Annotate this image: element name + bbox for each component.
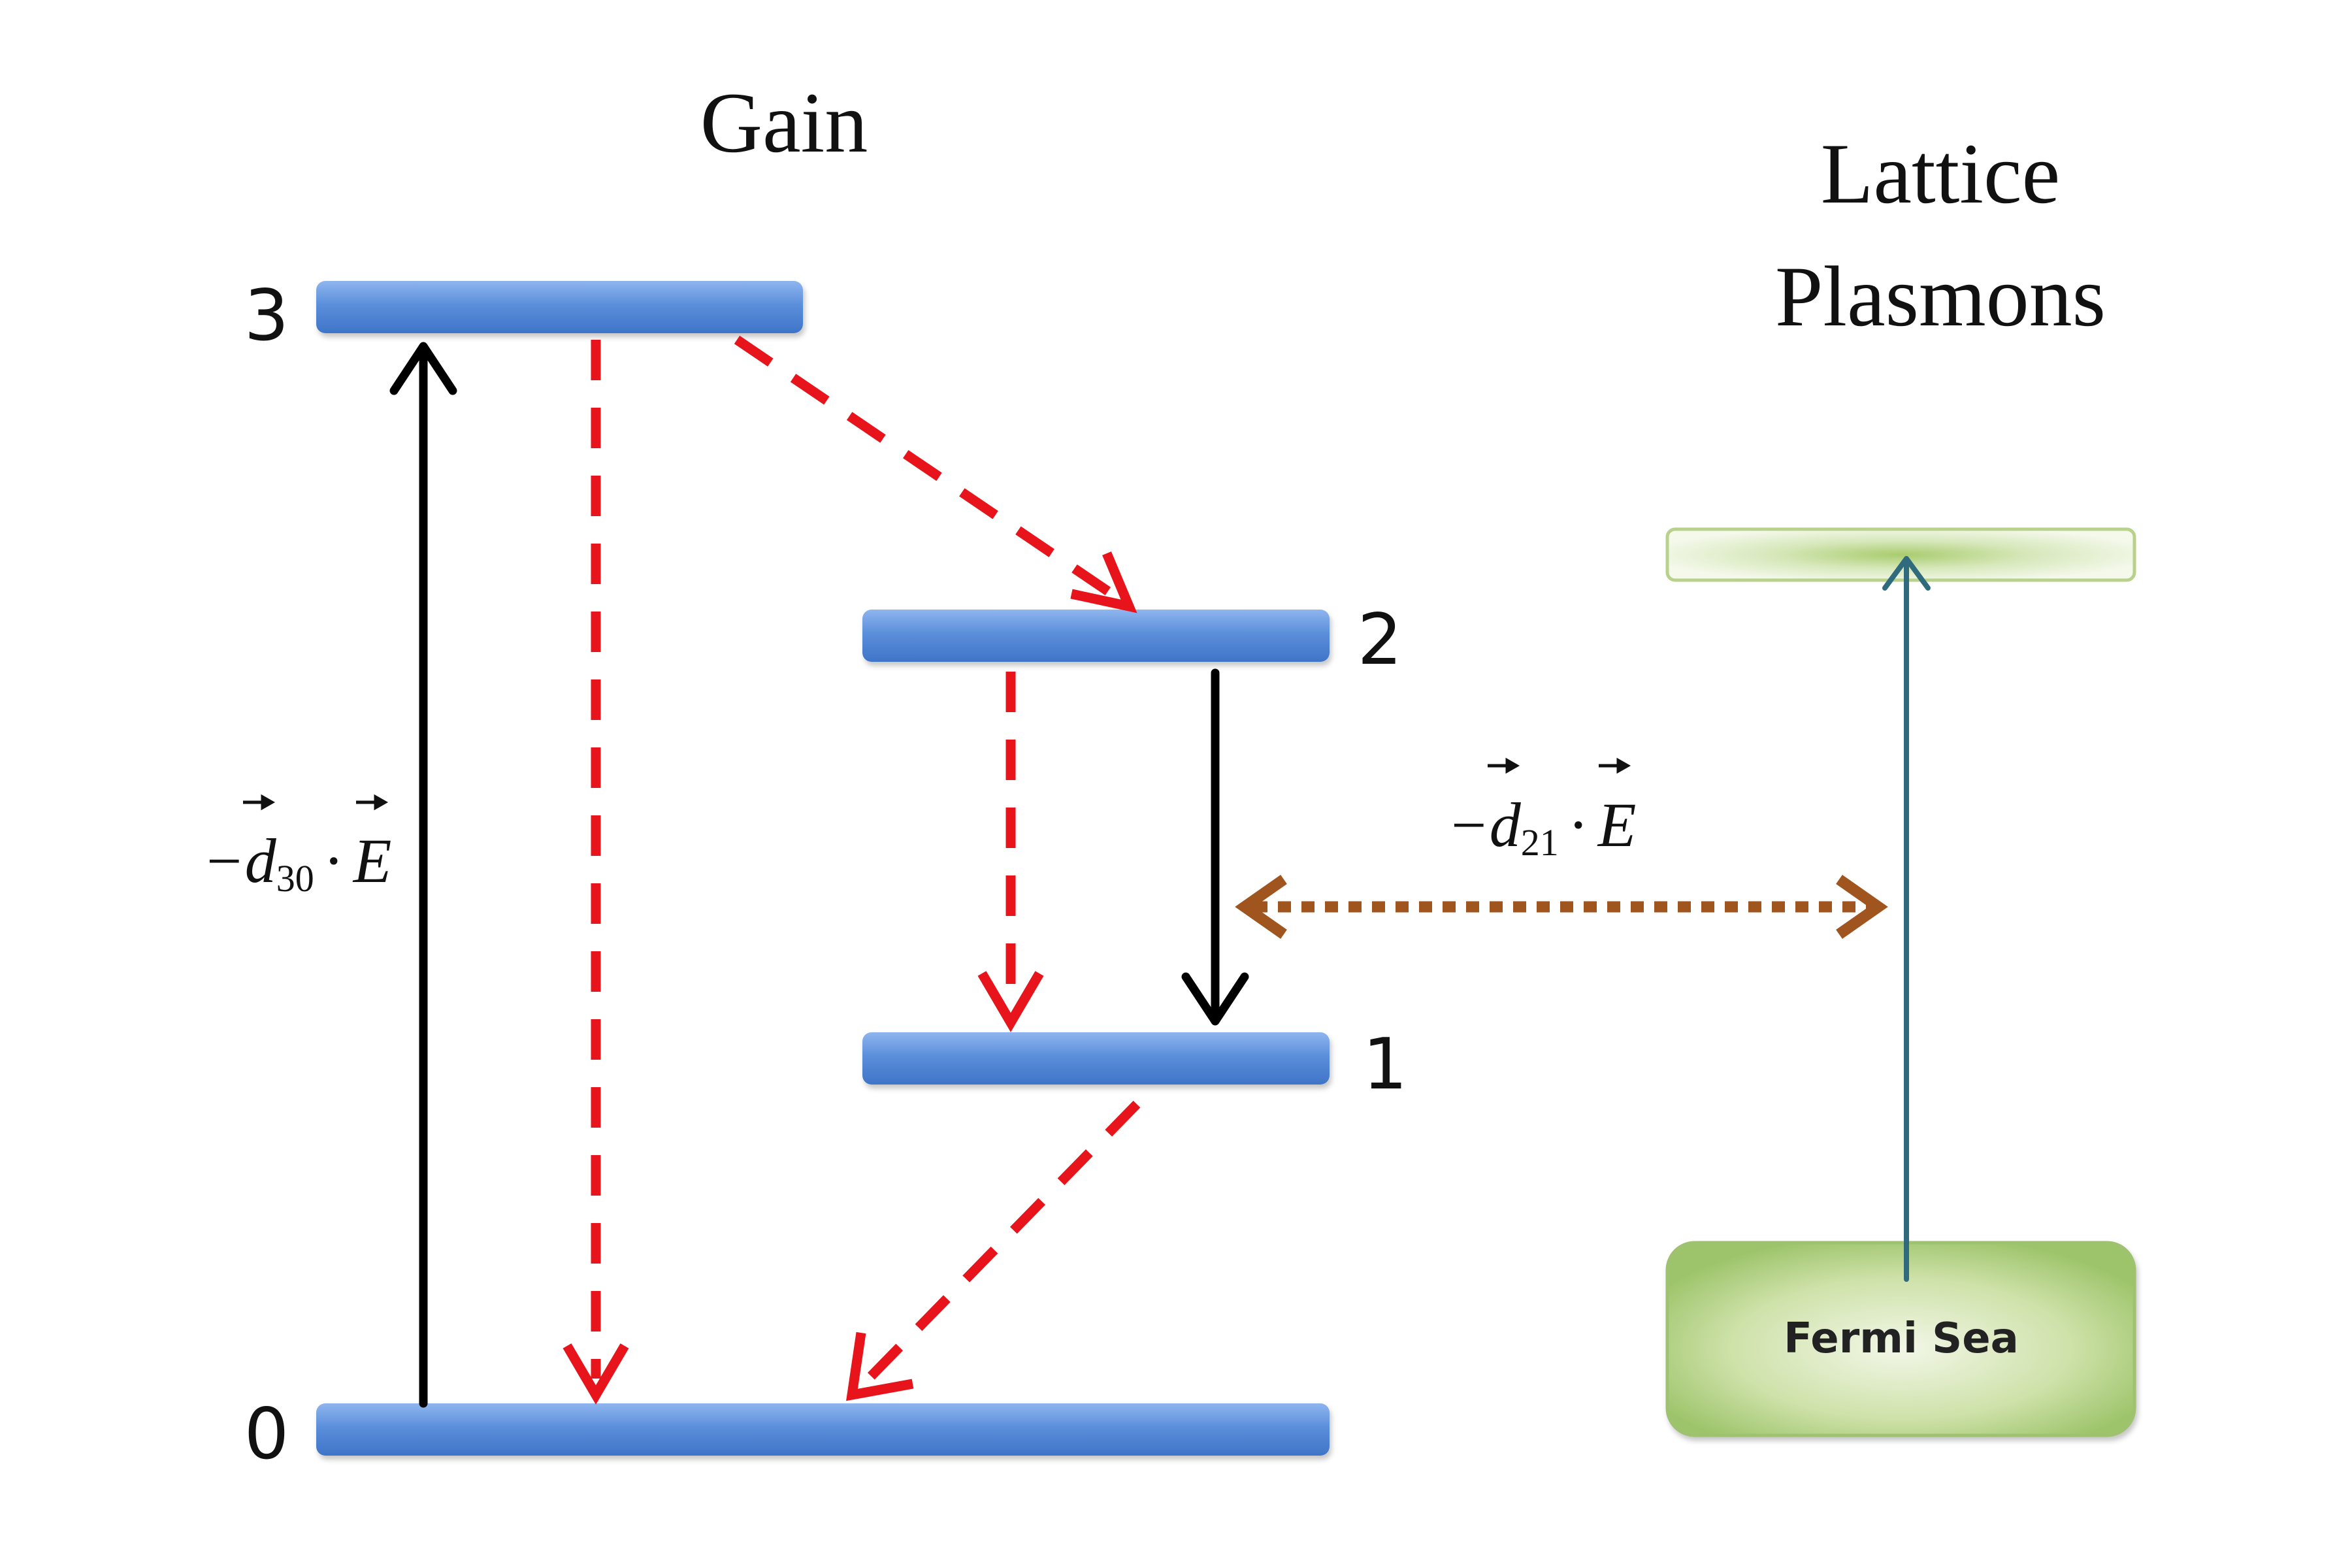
fermi-sea-label: Fermi Sea — [1784, 1315, 2019, 1363]
level-0-bar — [316, 1403, 1330, 1456]
coupling-double-arrow — [1235, 875, 1888, 939]
pump-arrow — [389, 342, 457, 1408]
relaxation-arrow-2-to-1 — [977, 672, 1044, 1032]
level-1-label: 1 — [1363, 1024, 1408, 1105]
coupling-label: −d21·E — [1447, 757, 1636, 864]
plasmon-level-bar — [1665, 527, 2136, 582]
level-3-label: 3 — [244, 275, 289, 357]
fermi-sea-box — [1665, 1241, 2136, 1437]
level-3-bar — [316, 281, 803, 333]
plasmons-title-line2: Plasmons — [1775, 248, 2106, 344]
gain-title: Gain — [700, 74, 868, 171]
plasmon-excitation-arrow — [1882, 556, 1931, 1282]
plasmons-title-line1: Lattice — [1821, 125, 2060, 221]
relaxation-arrow-1-to-0 — [846, 1100, 1141, 1401]
svg-text:−d30·E: −d30·E — [203, 826, 391, 900]
level-1-bar — [862, 1032, 1330, 1085]
level-2-label: 2 — [1358, 599, 1403, 681]
relaxation-arrow-3-to-2 — [734, 335, 1137, 613]
level-2-bar — [862, 610, 1330, 662]
relaxation-arrow-3-to-0 — [563, 340, 629, 1405]
pump-label: −d30·E — [203, 794, 391, 900]
level-0-label: 0 — [244, 1394, 289, 1475]
svg-text:−d21·E: −d21·E — [1447, 790, 1636, 864]
emission-arrow-2-to-1 — [1181, 668, 1249, 1026]
